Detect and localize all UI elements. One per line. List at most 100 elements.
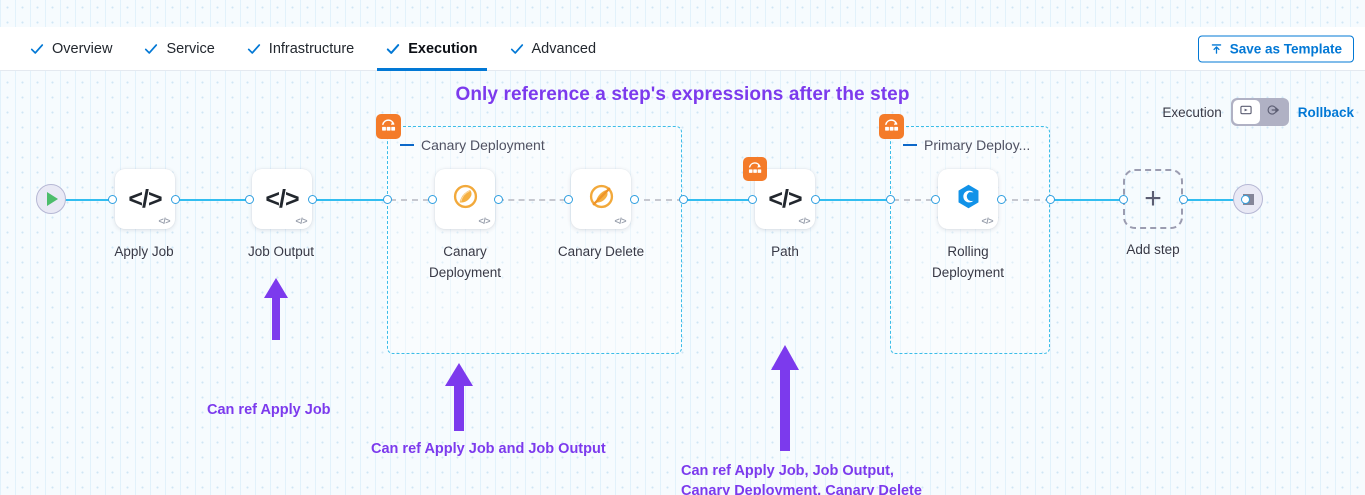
connector-dot[interactable] bbox=[428, 195, 437, 204]
stage-tab-bar: Overview Service Infrastructure Executio… bbox=[0, 27, 1365, 71]
step-node-rolling-deployment[interactable]: </> bbox=[938, 169, 998, 229]
code-badge-icon: </> bbox=[295, 216, 307, 226]
canary-icon bbox=[451, 182, 480, 216]
annotation-path-line2: Canary Deployment, Canary Delete bbox=[681, 483, 922, 495]
tab-overview[interactable]: Overview bbox=[14, 27, 128, 71]
annotation-arrow-apply-job bbox=[259, 276, 293, 347]
tab-label: Overview bbox=[52, 40, 113, 57]
annotation-apply-job: Can ref Apply Job bbox=[207, 402, 331, 418]
connector-dot[interactable] bbox=[383, 195, 392, 204]
group-title-label: Primary Deploy... bbox=[924, 137, 1031, 153]
rollback-icon bbox=[1266, 103, 1280, 122]
connector-dot[interactable] bbox=[171, 195, 180, 204]
play-icon bbox=[47, 192, 58, 206]
execution-mode-button[interactable] bbox=[1232, 100, 1260, 124]
primary-deployment-group-title[interactable]: Primary Deploy... bbox=[903, 137, 1030, 153]
connector-applyjob-joboutput bbox=[175, 199, 253, 201]
headline-annotation: Only reference a step's expressions afte… bbox=[455, 84, 910, 105]
step-node-canary-deployment[interactable]: </> bbox=[435, 169, 495, 229]
step-node-job-output[interactable]: </> </> bbox=[252, 169, 312, 229]
add-step-button[interactable]: + bbox=[1123, 169, 1183, 229]
rolling-icon bbox=[954, 182, 983, 216]
connector-dot[interactable] bbox=[245, 195, 254, 204]
check-icon bbox=[510, 42, 524, 56]
plus-icon: + bbox=[1144, 182, 1162, 215]
connector-dot[interactable] bbox=[564, 195, 573, 204]
collapse-icon[interactable] bbox=[400, 143, 414, 147]
connector-primarygroup-entry bbox=[893, 199, 943, 201]
upload-icon bbox=[1210, 42, 1223, 55]
step-group-icon bbox=[376, 114, 401, 139]
connector-dot[interactable] bbox=[811, 195, 820, 204]
code-icon: </> bbox=[128, 184, 162, 213]
connector-dot[interactable] bbox=[997, 195, 1006, 204]
step-label-apply-job: Apply Job bbox=[114, 244, 174, 259]
execution-mode-switch[interactable] bbox=[1230, 98, 1289, 126]
code-icon: </> bbox=[768, 184, 802, 213]
connector-dot[interactable] bbox=[748, 195, 757, 204]
connector-dot[interactable] bbox=[886, 195, 895, 204]
code-badge-icon: </> bbox=[798, 216, 810, 226]
step-group-icon bbox=[879, 114, 904, 139]
save-as-template-button[interactable]: Save as Template bbox=[1197, 35, 1354, 62]
tab-service[interactable]: Service bbox=[128, 27, 230, 71]
stage-tabs: Overview Service Infrastructure Executio… bbox=[14, 27, 612, 71]
annotation-arrow-canary bbox=[440, 361, 478, 438]
check-icon bbox=[386, 42, 400, 56]
step-node-canary-delete[interactable]: </> bbox=[571, 169, 631, 229]
step-node-apply-job[interactable]: </> </> bbox=[115, 169, 175, 229]
connector-dot[interactable] bbox=[679, 195, 688, 204]
annotation-canary: Can ref Apply Job and Job Output bbox=[371, 441, 606, 457]
tab-label: Infrastructure bbox=[268, 40, 355, 57]
connector-canarygroup-entry bbox=[390, 199, 440, 201]
collapse-icon[interactable] bbox=[903, 143, 917, 147]
connector-canarydelete-exit bbox=[633, 199, 683, 201]
step-label-path: Path bbox=[771, 244, 799, 259]
connector-dot[interactable] bbox=[630, 195, 639, 204]
step-label-line1: Canary Deployment bbox=[428, 244, 502, 280]
tab-advanced[interactable]: Advanced bbox=[494, 27, 613, 71]
canary-deployment-group-title[interactable]: Canary Deployment bbox=[400, 137, 545, 153]
connector-dot[interactable] bbox=[1241, 195, 1250, 204]
rollback-link[interactable]: Rollback bbox=[1297, 104, 1354, 120]
check-icon bbox=[247, 42, 261, 56]
canary-deployment-group[interactable]: Canary Deployment bbox=[376, 114, 682, 354]
connector-canary-canarydelete bbox=[498, 199, 576, 201]
connector-dot[interactable] bbox=[1046, 195, 1055, 204]
tab-label: Service bbox=[166, 40, 215, 57]
connector-dot[interactable] bbox=[108, 195, 117, 204]
annotation-arrow-path bbox=[766, 343, 804, 458]
code-badge-icon: </> bbox=[981, 216, 993, 226]
execution-label: Execution bbox=[1162, 104, 1222, 120]
connector-start-applyjob bbox=[63, 199, 123, 201]
tab-label: Execution bbox=[408, 40, 478, 57]
connector-dot[interactable] bbox=[308, 195, 317, 204]
step-label-job-output: Job Output bbox=[247, 244, 315, 259]
check-icon bbox=[144, 42, 158, 56]
tab-infrastructure[interactable]: Infrastructure bbox=[231, 27, 370, 71]
connector-addstep-end bbox=[1183, 199, 1245, 201]
execution-graph: Canary Deployment Primary Deploy... bbox=[0, 71, 1365, 495]
connector-joboutput-canarygroup bbox=[312, 199, 390, 201]
code-icon: </> bbox=[265, 184, 299, 213]
connector-primarygroup-addstep bbox=[1051, 199, 1126, 201]
connector-dot[interactable] bbox=[1119, 195, 1128, 204]
check-icon bbox=[30, 42, 44, 56]
code-badge-icon: </> bbox=[478, 216, 490, 226]
primary-deployment-group[interactable]: Primary Deploy... bbox=[879, 114, 1050, 354]
step-label-rolling-deployment: Rolling Deployment bbox=[903, 241, 1033, 283]
connector-dot[interactable] bbox=[494, 195, 503, 204]
save-as-template-label: Save as Template bbox=[1229, 41, 1342, 56]
connector-dot[interactable] bbox=[931, 195, 940, 204]
step-label-line1: Rolling Deployment bbox=[931, 244, 1005, 280]
group-title-label: Canary Deployment bbox=[421, 137, 545, 153]
tab-label: Advanced bbox=[531, 40, 597, 57]
tab-execution[interactable]: Execution bbox=[370, 27, 493, 71]
code-badge-icon: </> bbox=[614, 216, 626, 226]
step-node-path[interactable]: </> </> bbox=[743, 157, 815, 229]
connector-dot[interactable] bbox=[1179, 195, 1188, 204]
rollback-mode-button[interactable] bbox=[1260, 100, 1287, 124]
step-label-canary-delete: Canary Delete bbox=[557, 244, 645, 259]
start-node[interactable] bbox=[36, 184, 66, 214]
